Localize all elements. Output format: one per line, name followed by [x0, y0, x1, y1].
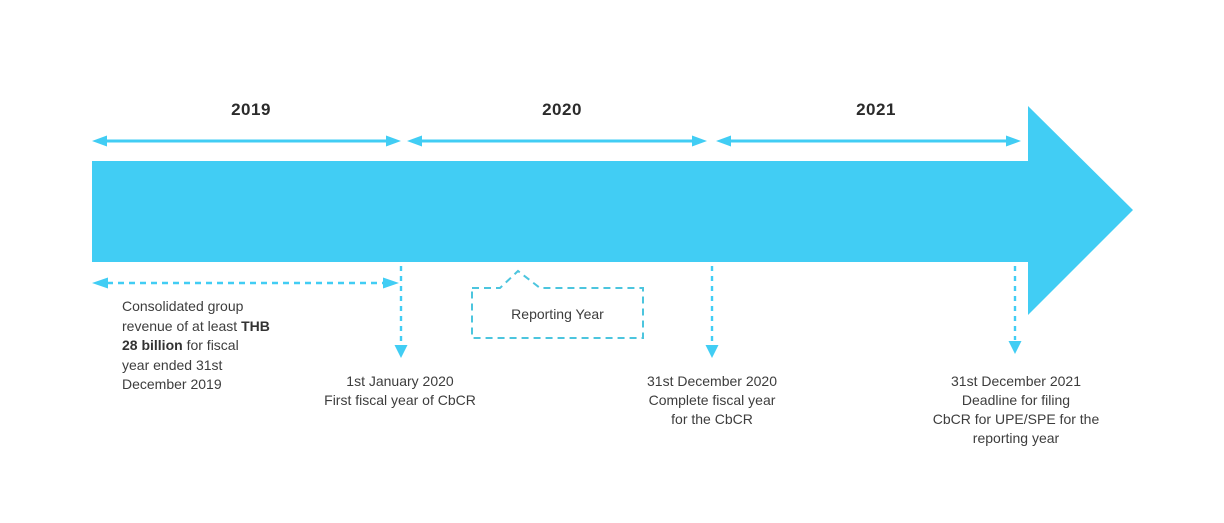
year-span-arrow-2019 — [92, 135, 401, 147]
timeline-arrow-shape — [92, 106, 1133, 315]
milestone-dec-2021-text: 31st December 2021 Deadline for filing C… — [932, 373, 1100, 446]
revenue-note-text-end: for fiscal year ended 31st December 2019 — [122, 337, 239, 392]
milestone-arrow-dec-2020 — [705, 266, 719, 358]
milestone-arrow-dec-2021 — [1008, 266, 1022, 354]
milestone-jan-2020-text: 1st January 2020 First fiscal year of Cb… — [324, 373, 476, 408]
revenue-note-bold-amount: THB 28 billion — [122, 317, 270, 354]
milestone-dec-2020-text: 31st December 2020 Complete fiscal year … — [647, 373, 777, 427]
year-label-2019: 2019 — [231, 100, 271, 119]
year-label-2021: 2021 — [856, 100, 896, 119]
revenue-note-text-start: Consolidated group revenue of at least — [122, 298, 244, 334]
revenue-threshold-note: Consolidated group revenue of at least T… — [122, 297, 317, 395]
year-label-2020: 2020 — [542, 100, 582, 119]
year-span-arrow-2020 — [407, 135, 707, 147]
milestone-arrow-jan-2020 — [394, 266, 408, 358]
reporting-year-label: Reporting Year — [511, 306, 604, 322]
reporting-year-bubble — [471, 269, 644, 339]
year-span-arrow-2021 — [716, 135, 1021, 147]
revenue-threshold-span-arrow — [92, 277, 399, 289]
